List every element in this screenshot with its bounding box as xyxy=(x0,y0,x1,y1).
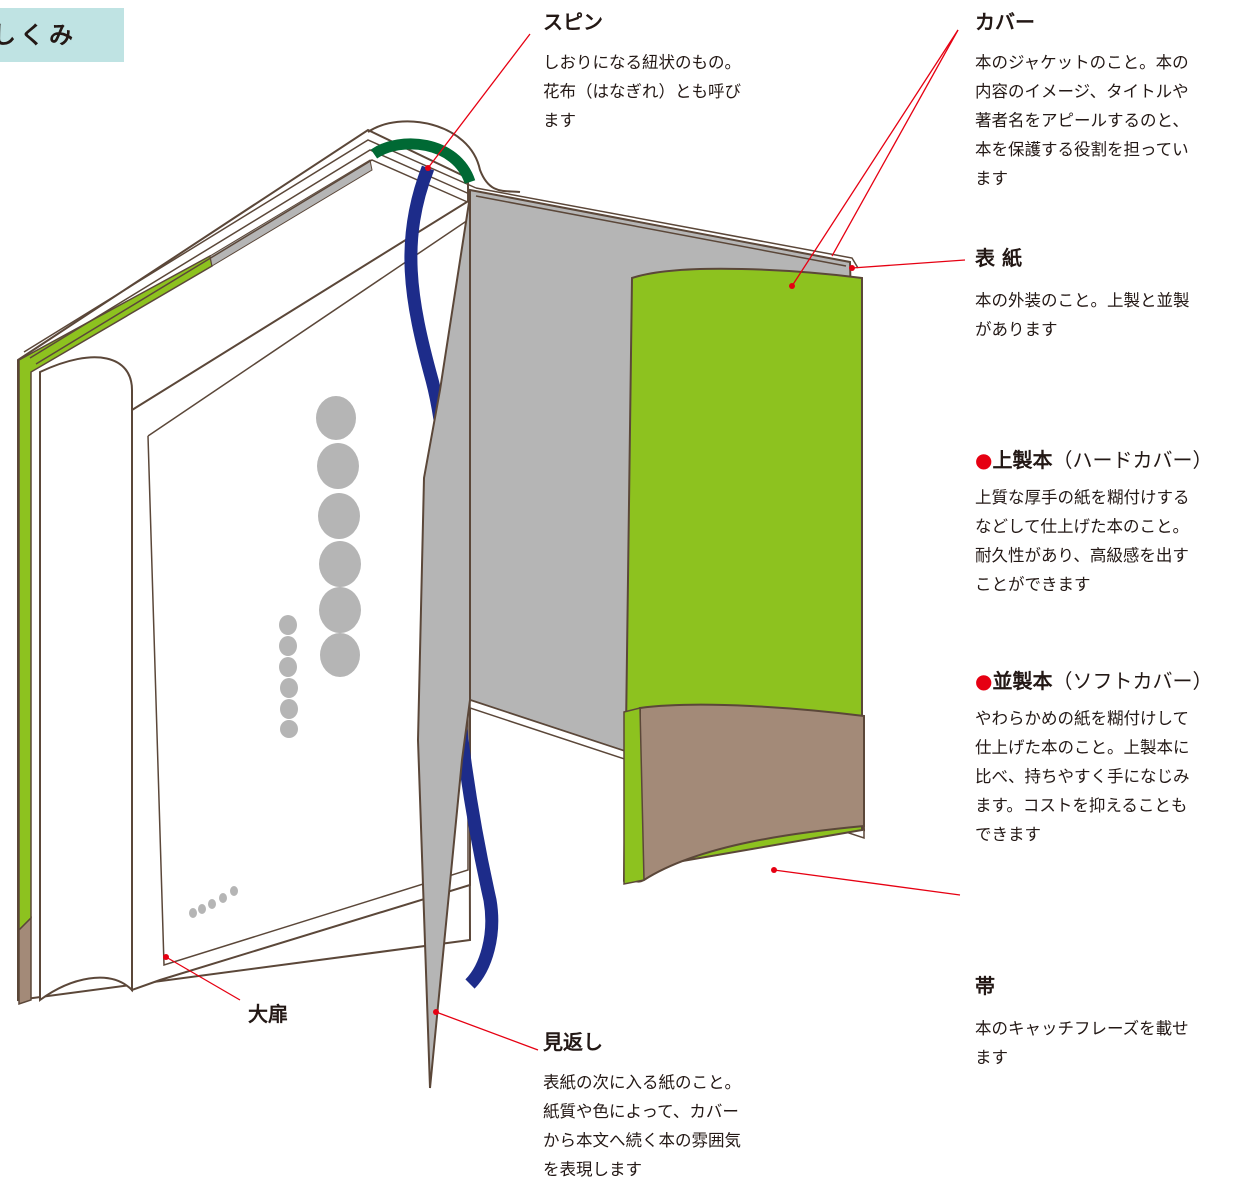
label-tobira: 大扉 xyxy=(248,1002,288,1026)
desc-spine: しおりになる紐状のもの。 花布（はなぎれ）とも呼び ます xyxy=(543,53,741,130)
label-hyoshi: 表 紙 xyxy=(975,246,1022,270)
label-spine: スピン xyxy=(543,10,603,34)
obi-band xyxy=(633,703,865,883)
endpaper xyxy=(416,195,471,1089)
front-cover-top-edge-2 xyxy=(475,195,847,267)
section-title-tab: しくみ xyxy=(0,8,124,62)
desc-obi: 本のキャッチフレーズを載せ ます xyxy=(975,1019,1189,1067)
back-cover-brown-edge xyxy=(18,916,32,1006)
back-cover-gray-edge xyxy=(209,159,373,267)
headband xyxy=(370,138,476,185)
spine-top-curve xyxy=(367,120,521,193)
desc-cover: 本のジャケットのこと。本の 内容のイメージ、タイトルや 著者名をアピールするのと… xyxy=(975,53,1189,188)
hardcover-name: 上製本 xyxy=(992,448,1053,472)
edge-line-2 xyxy=(29,149,475,359)
text-block-curl xyxy=(39,356,133,1002)
hardcover-sub: （ハードカバー） xyxy=(1052,448,1213,472)
label-obi: 帯 xyxy=(975,974,995,998)
softcover-sub: （ソフトカバー） xyxy=(1052,669,1213,693)
obi-left-fold xyxy=(623,707,645,885)
label-mikaeshi: 見返し xyxy=(543,1030,603,1054)
softcover-name: 並製本 xyxy=(992,669,1053,693)
text-block-inner-edge xyxy=(147,218,469,967)
desc-hyoshi: 本の外装のこと。上製と並製 があります xyxy=(975,291,1190,339)
leader-endpoints xyxy=(163,165,855,1015)
heading-softcover: ●並製本（ソフトカバー） xyxy=(975,665,1212,694)
front-cover-top-edge xyxy=(475,187,859,269)
softcover-bullet: ● xyxy=(975,669,993,693)
edge-line-1 xyxy=(23,139,477,353)
desc-softcover: やわらかめの紙を糊付けして 仕上げた本のこと。上製本に 比べ、持ちやすく手になじ… xyxy=(975,709,1190,844)
label-cover: カバー xyxy=(975,10,1035,34)
edge-line-3 xyxy=(35,159,473,365)
heading-hardcover: ●上製本（ハードカバー） xyxy=(975,444,1212,473)
desc-hardcover: 上質な厚手の紙を糊付けする などして仕上げた本のこと。 耐久性があり、高級感を出… xyxy=(975,488,1190,594)
leader-lines xyxy=(165,29,966,1051)
desc-mikaeshi: 表紙の次に入る紙のこと。 紙質や色によって、カバー から本文へ続く本の雰囲気 を… xyxy=(543,1073,741,1179)
title-page-ornament xyxy=(189,396,361,918)
hardcover-bullet: ● xyxy=(975,448,993,472)
